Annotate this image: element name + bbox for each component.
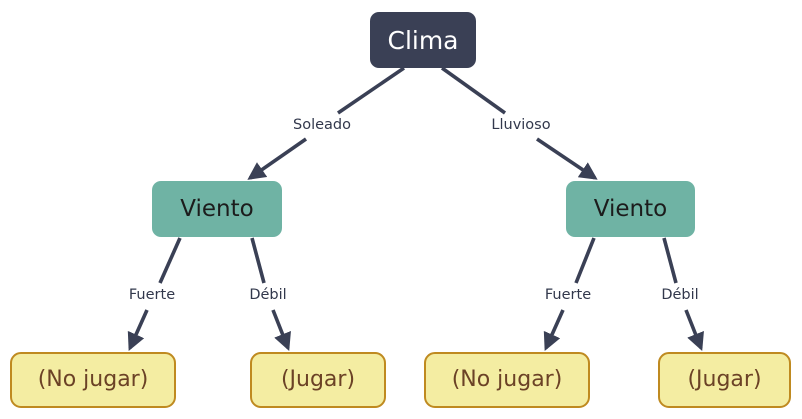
edge-label-soleado-text: Soleado bbox=[293, 117, 351, 134]
edge-clima-to-viento-left-lower bbox=[247, 137, 308, 180]
edge-viento-left-to-jugar-lower bbox=[271, 309, 291, 352]
node-viento-left-label: Viento bbox=[180, 195, 254, 222]
edge-viento-right-to-jugar-upper bbox=[662, 237, 678, 284]
edge-viento-right-to-no-jugar-upper bbox=[574, 237, 596, 284]
node-leaf-jugar-2-label: (Jugar) bbox=[687, 367, 762, 392]
node-leaf-no-jugar-1-label: (No jugar) bbox=[37, 367, 149, 392]
node-clima-label: Clima bbox=[387, 25, 459, 55]
edge-clima-to-viento-left-upper bbox=[336, 66, 406, 115]
edge-label-debil-left: Débil bbox=[245, 287, 291, 305]
edge-label-fuerte-left-text: Fuerte bbox=[128, 287, 176, 304]
edge-label-debil-right: Débil bbox=[657, 287, 703, 305]
edge-label-fuerte-right: Fuerte bbox=[540, 287, 596, 305]
node-leaf-jugar-1-label: (Jugar) bbox=[280, 367, 356, 392]
node-leaf-no-jugar-1[interactable]: (No jugar) bbox=[10, 352, 176, 408]
node-leaf-no-jugar-2[interactable]: (No jugar) bbox=[424, 352, 590, 408]
edge-label-lluvioso-text: Lluvioso bbox=[491, 117, 551, 134]
edge-label-debil-left-text: Débil bbox=[249, 287, 287, 304]
node-leaf-no-jugar-2-label: (No jugar) bbox=[451, 367, 563, 392]
edge-viento-left-to-no-jugar-upper bbox=[158, 237, 182, 284]
edge-clima-to-viento-right-lower bbox=[535, 137, 598, 180]
edge-viento-right-to-jugar-lower bbox=[684, 309, 704, 352]
node-viento-left[interactable]: Viento bbox=[152, 181, 282, 237]
edge-clima-to-viento-right-upper bbox=[440, 66, 507, 115]
node-viento-right-label: Viento bbox=[593, 195, 668, 222]
edge-label-soleado: Soleado bbox=[289, 117, 355, 135]
edge-viento-left-to-no-jugar-lower bbox=[127, 309, 149, 351]
edge-viento-left-to-jugar-upper bbox=[250, 237, 266, 284]
node-leaf-jugar-1[interactable]: (Jugar) bbox=[250, 352, 386, 408]
node-viento-right[interactable]: Viento bbox=[566, 181, 695, 237]
node-leaf-jugar-2[interactable]: (Jugar) bbox=[658, 352, 791, 408]
node-clima[interactable]: Clima bbox=[370, 12, 476, 68]
edge-label-lluvioso: Lluvioso bbox=[487, 117, 555, 135]
edge-label-fuerte-right-text: Fuerte bbox=[544, 287, 592, 304]
edge-label-fuerte-left: Fuerte bbox=[124, 287, 180, 305]
edge-viento-right-to-no-jugar-lower bbox=[543, 309, 565, 351]
edge-label-debil-right-text: Débil bbox=[661, 287, 699, 304]
